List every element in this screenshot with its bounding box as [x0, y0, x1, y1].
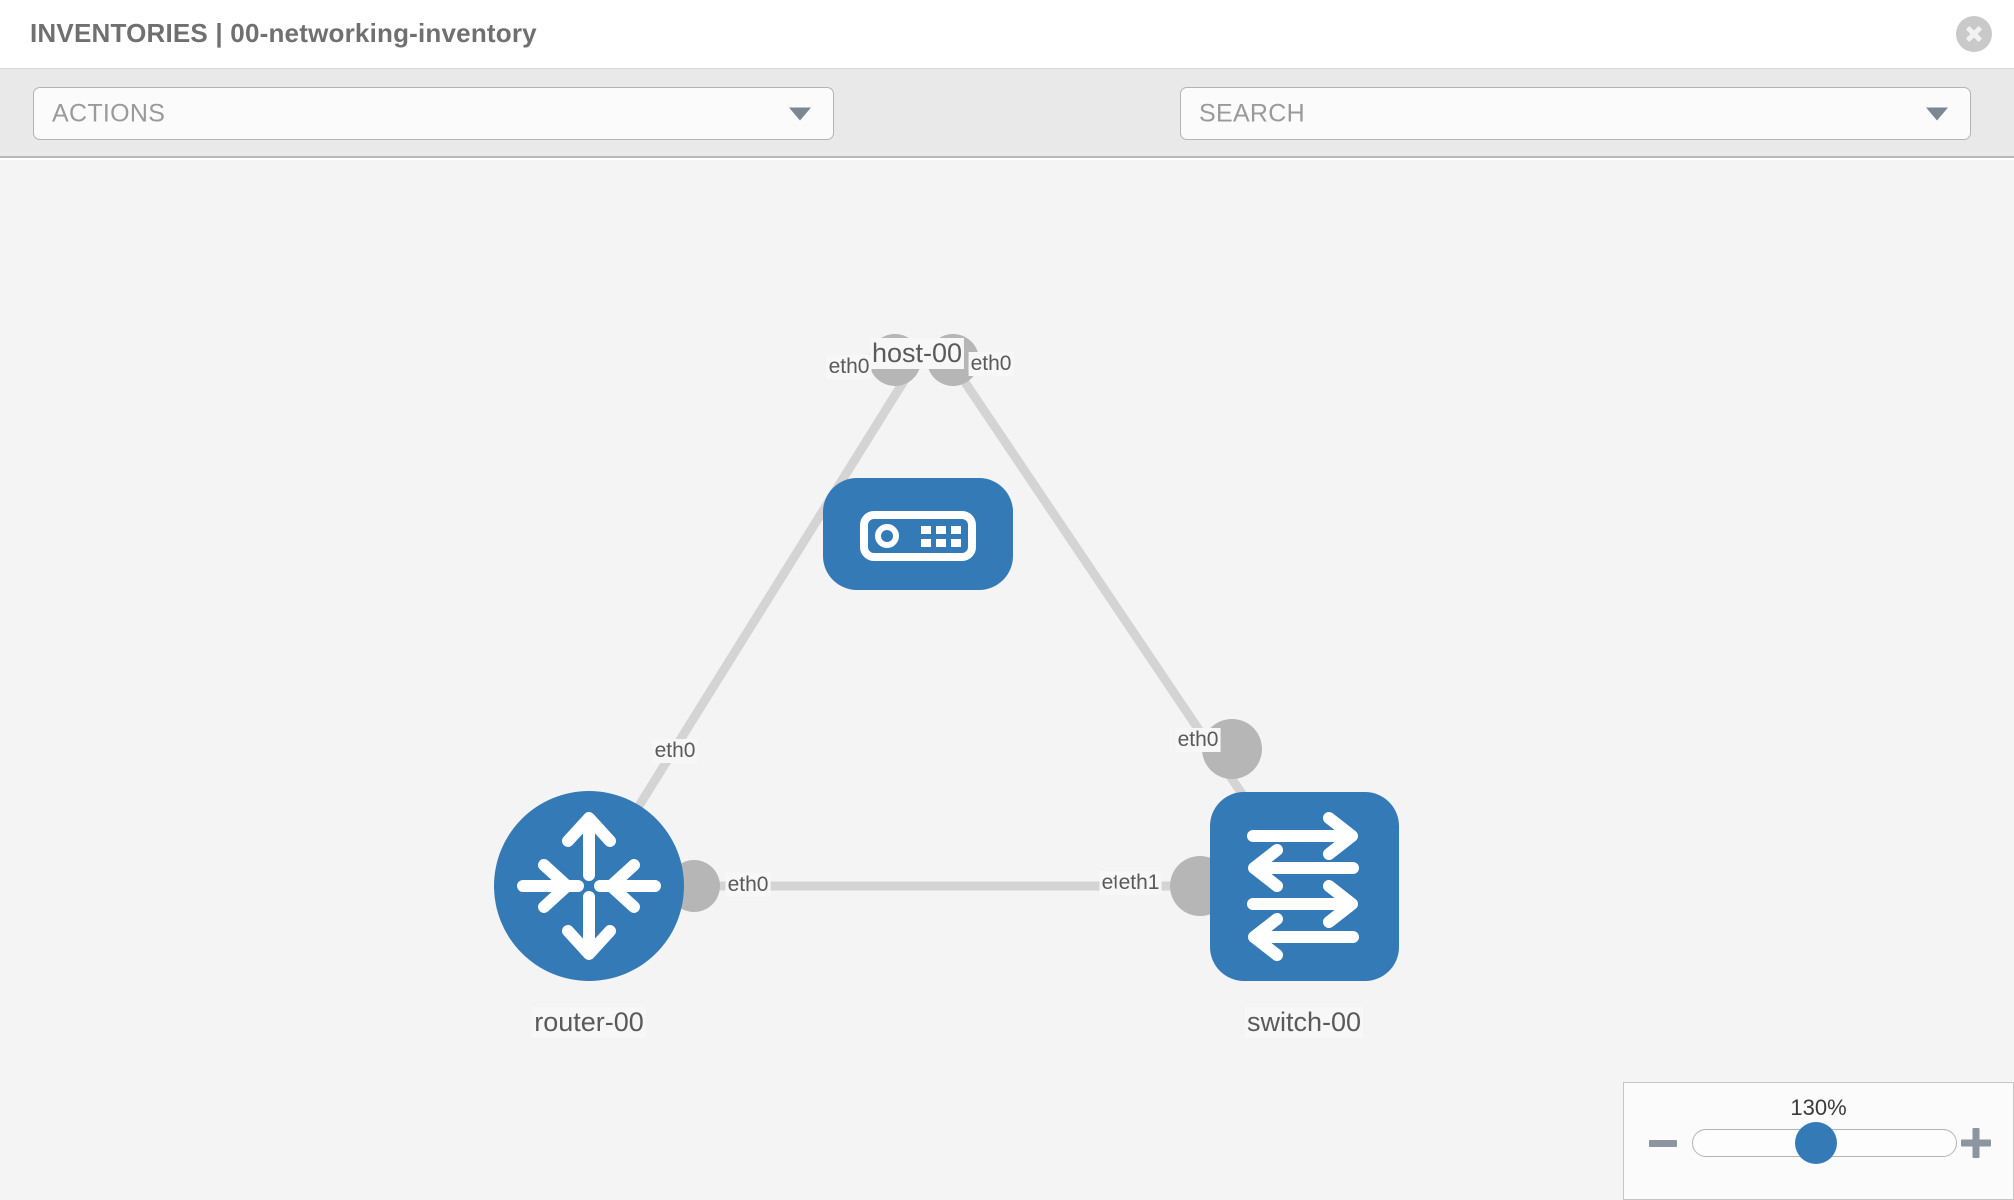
zoom-level-label: 130%: [1790, 1095, 1847, 1120]
node-router-00-shape: [494, 791, 684, 981]
zoom-slider-thumb[interactable]: [1795, 1122, 1837, 1164]
node-host-00-shape: [823, 478, 1013, 590]
server-appliance-icon: [860, 511, 976, 561]
toolbar: ACTIONS SEARCH: [0, 69, 2014, 202]
node-label-router-00: router-00: [532, 1007, 646, 1038]
page-header: INVENTORIES | 00-networking-inventory: [0, 0, 2014, 69]
iface-label: eth1: [1116, 871, 1162, 895]
actions-dropdown[interactable]: ACTIONS: [33, 87, 834, 140]
actions-dropdown-label: ACTIONS: [52, 99, 166, 127]
iface-label: eth0: [725, 873, 771, 897]
node-label-host-00: host-00: [869, 338, 965, 369]
node-switch-00-shape: [1210, 792, 1399, 981]
node-host-00[interactable]: [823, 478, 1013, 590]
node-router-00[interactable]: [494, 791, 684, 981]
iface-label: eth0: [826, 355, 872, 379]
search-placeholder: SEARCH: [1199, 99, 1305, 127]
zoom-control-panel: 130%: [1623, 1082, 2014, 1200]
node-label-switch-00: switch-00: [1244, 1007, 1364, 1038]
zoom-in-icon[interactable]: [1961, 1128, 1991, 1158]
topology-graph: [494, 334, 1399, 981]
chevron-down-icon: [1926, 107, 1948, 120]
topology-links: [585, 357, 1308, 891]
close-icon[interactable]: [1956, 16, 1992, 52]
router-arrows-icon: [517, 812, 661, 960]
iface-label: eth0: [1175, 728, 1221, 752]
switch-arrows-icon: [1247, 812, 1359, 961]
topology-canvas[interactable]: eth0 eth0 eth0 eth0 eth0 eth0 eth1 host-…: [0, 160, 2014, 1200]
iface-label: eth0: [652, 739, 698, 763]
link-host-router[interactable]: [585, 357, 921, 889]
chevron-down-icon: [789, 107, 811, 120]
zoom-out-icon[interactable]: [1649, 1140, 1677, 1147]
page-title: INVENTORIES | 00-networking-inventory: [30, 18, 537, 48]
node-switch-00[interactable]: [1210, 792, 1399, 981]
topology-connectors: [668, 334, 1262, 916]
search-input[interactable]: SEARCH: [1180, 87, 1971, 140]
iface-label: eth0: [968, 352, 1014, 376]
